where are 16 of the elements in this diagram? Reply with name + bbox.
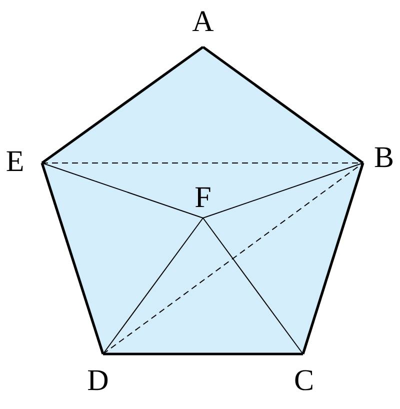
segment xyxy=(41,46,204,164)
vertex-label: F xyxy=(194,183,212,213)
segment xyxy=(40,162,104,354)
vertex-label: C xyxy=(294,366,314,396)
dashed-segment xyxy=(102,162,364,354)
vertex-label: A xyxy=(192,7,214,37)
segment xyxy=(202,218,304,354)
segment xyxy=(103,352,303,356)
segment xyxy=(42,162,204,218)
vertex-label: B xyxy=(374,143,394,173)
segment xyxy=(302,162,364,354)
vertex-label: D xyxy=(87,366,109,396)
segment xyxy=(202,46,364,164)
vertex-label: E xyxy=(6,147,24,177)
segment xyxy=(202,162,364,218)
segment xyxy=(102,218,204,354)
